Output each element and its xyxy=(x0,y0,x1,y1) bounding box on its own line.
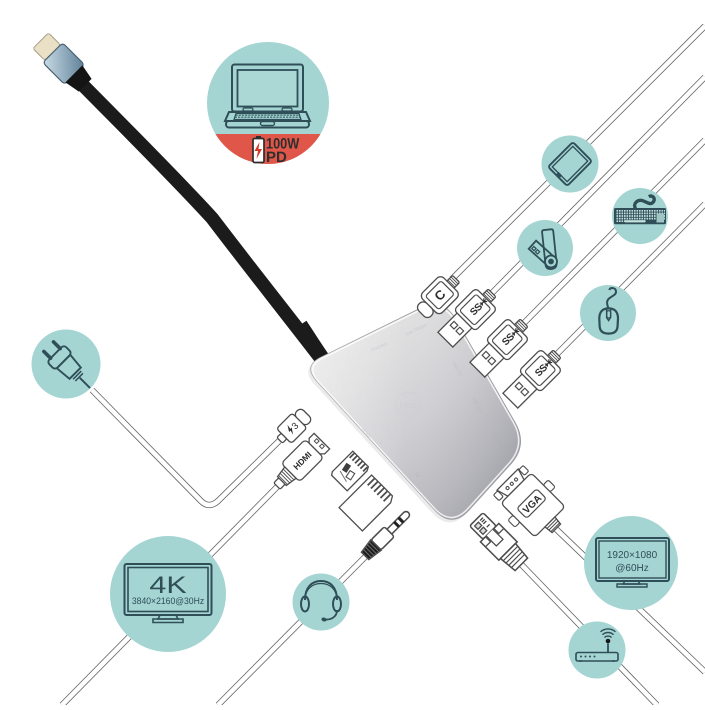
svg-text:HDMI: HDMI xyxy=(360,427,371,439)
svg-text:i-tec: i-tec xyxy=(399,400,417,410)
svg-text:100W: 100W xyxy=(266,136,300,153)
svg-text:3: 3 xyxy=(290,421,302,433)
svg-text:1920×1080: 1920×1080 xyxy=(607,550,658,561)
svg-text:PD: PD xyxy=(266,149,287,166)
svg-text:4K: 4K xyxy=(149,572,186,599)
svg-text:C: C xyxy=(415,471,423,480)
svg-text:@60Hz: @60Hz xyxy=(615,563,649,574)
svg-text:3840×2160@30Hz: 3840×2160@30Hz xyxy=(132,595,205,606)
